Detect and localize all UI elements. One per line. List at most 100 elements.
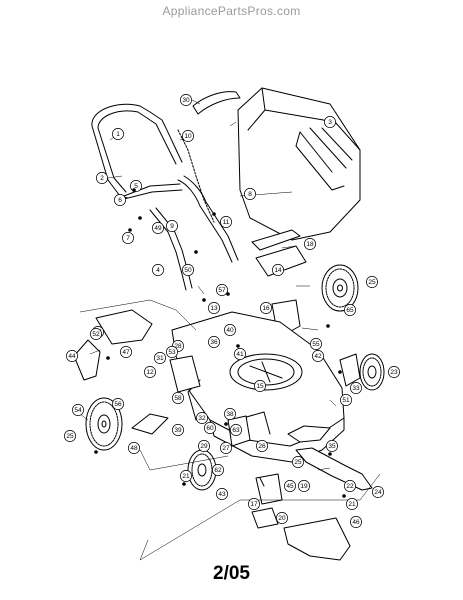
callout-c31: 31 [154,352,166,364]
callout-circle [344,304,356,316]
callout-c20: 20 [276,512,288,524]
hardware-fastener [202,298,206,302]
callout-circle [172,392,184,404]
callout-number: 51 [342,397,350,404]
callout-circle [182,130,194,142]
callout-circle [180,470,192,482]
callout-number: 58 [174,395,182,402]
callout-number: 6 [118,197,122,204]
blade-adapter [287,425,331,443]
callout-c18: 18 [304,238,316,250]
callout-number: 60 [206,425,214,432]
callout-number: 18 [306,241,314,248]
callout-circle [276,512,288,524]
callout-number: 25 [66,433,74,440]
callout-c12: 12 [144,366,156,378]
callout-c1: 1 [112,128,124,140]
callout-c23: 23 [388,366,400,378]
callout-circle [346,498,358,510]
hardware-fastener [328,452,332,456]
callout-circle [216,284,228,296]
callout-c5: 5 [130,180,142,192]
callout-number: 31 [156,355,164,362]
callout-c16: 16 [260,302,272,314]
callout-number: 5 [134,183,138,190]
callout-circle [166,220,178,232]
callout-number: 23 [390,369,398,376]
callout-circle [172,424,184,436]
callout-c32: 32 [196,412,208,424]
callout-circle [272,264,284,276]
callout-circle [152,264,164,276]
hardware-fastener [236,344,240,348]
callout-c30: 30 [180,94,192,106]
hardware-fastener [342,494,346,498]
hardware-fastener [138,216,142,220]
hardware-fastener [212,212,216,216]
hardware-fastener [194,250,198,254]
callout-circle [372,486,384,498]
callout-c57: 57 [216,284,228,296]
callout-number: 65 [346,307,354,314]
callout-circle [180,94,192,106]
callout-c25a: 25 [366,276,378,288]
callout-c54: 54 [72,404,84,416]
callout-circle [254,380,266,392]
callout-number: 50 [184,267,192,274]
callout-number: 15 [256,383,264,390]
callout-number: 28 [174,343,182,350]
callout-c45: 45 [284,480,296,492]
callout-c9: 9 [166,220,178,232]
callout-number: 12 [146,369,154,376]
height-adjuster [169,355,201,393]
callout-c44: 44 [66,350,78,362]
callout-number: 26 [258,443,266,450]
callout-circle [388,366,400,378]
callout-number: 2 [100,175,104,182]
callout-number: 57 [218,287,226,294]
right-wheel-bracket [339,353,361,387]
callout-c15: 15 [254,380,266,392]
callout-number: 4 [156,267,160,274]
hardware-fastener [106,356,110,360]
callout-number: 7 [126,235,130,242]
callout-circle [154,352,166,364]
callout-c22: 22 [344,480,356,492]
callout-circle [152,222,164,234]
callout-number: 39 [174,427,182,434]
callout-c48: 48 [128,442,140,454]
callout-c6: 6 [114,194,126,206]
hardware-fastener [128,228,132,232]
callout-number: 63 [232,427,240,434]
callout-number: 16 [262,305,270,312]
callout-circle [144,366,156,378]
callout-number: 40 [226,327,234,334]
callout-c33: 33 [350,382,362,394]
callout-circle [304,238,316,250]
callout-number: 44 [68,353,76,360]
callout-circle [196,412,208,424]
callout-c21b: 21 [346,498,358,510]
callout-c7: 7 [122,232,134,244]
callout-number: 24 [374,489,382,496]
callout-c65: 65 [344,304,356,316]
callout-c52: 52 [90,328,102,340]
callout-number: 20 [278,515,286,522]
callout-c25b: 25 [64,430,76,442]
callout-number: 10 [184,133,192,140]
callout-c49: 49 [152,222,164,234]
callout-circle [326,440,338,452]
callout-circle [66,350,78,362]
callout-circle [72,404,84,416]
callout-number: 21 [348,501,356,508]
callout-circle [344,480,356,492]
callout-circle [350,382,362,394]
grass-catcher-bag [237,87,361,241]
callout-circle [224,324,236,336]
hinge-bracket [251,507,279,529]
callout-circle [310,338,322,350]
callout-c10: 10 [182,130,194,142]
callout-circle [120,346,132,358]
callout-number: 22 [346,483,354,490]
hardware-fastener [224,422,228,426]
